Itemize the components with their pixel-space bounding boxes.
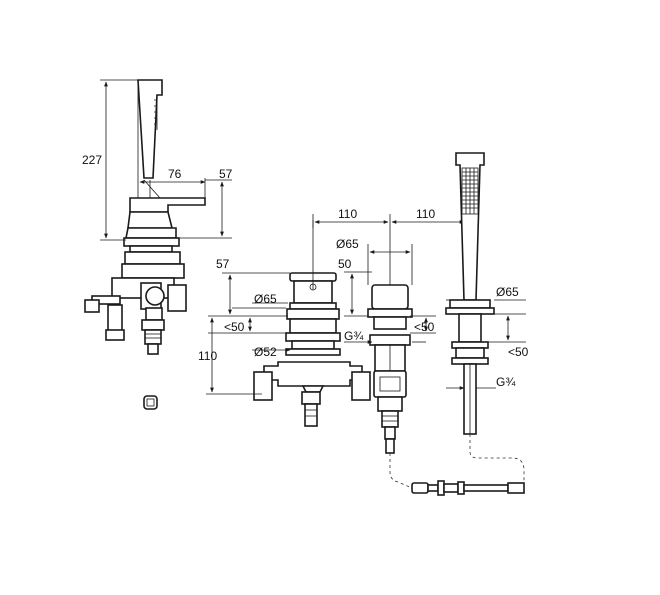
dim-dia65-mid: Ø65 <box>254 292 277 306</box>
dim-dia52: Ø52 <box>254 345 277 359</box>
handshower-front-view <box>445 152 495 435</box>
dim-dia65-right: Ø65 <box>496 285 519 299</box>
hose-connector <box>411 480 525 496</box>
dim-57-mid: 57 <box>216 257 230 271</box>
dim-height-227: 227 <box>82 153 102 167</box>
dim-50: 50 <box>338 257 352 271</box>
dim-57-top: 57 <box>219 167 233 181</box>
dim-g34-b: G¾ <box>496 375 516 389</box>
dim-110-right: 110 <box>416 207 435 221</box>
handshower-side-view <box>84 79 206 410</box>
dim-110-vert: 110 <box>198 349 217 363</box>
diverter-valve <box>367 284 413 454</box>
dim-lt50-a: <50 <box>224 320 245 334</box>
dim-dia65-top: Ø65 <box>336 237 359 251</box>
dim-lt50-b: <50 <box>414 320 435 334</box>
dim-g34-a: G¾ <box>344 329 364 343</box>
dim-lt50-c: <50 <box>508 345 529 359</box>
mixer-valve <box>253 220 371 427</box>
dim-76: 76 <box>168 167 182 181</box>
dim-110-left: 110 <box>338 207 357 221</box>
